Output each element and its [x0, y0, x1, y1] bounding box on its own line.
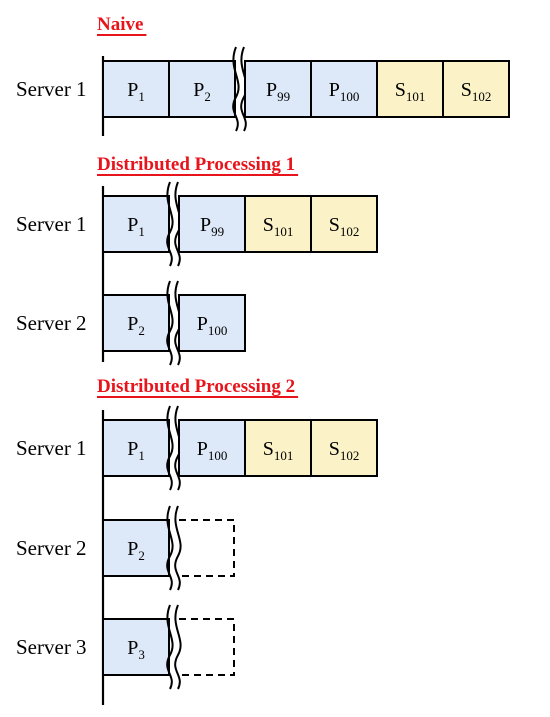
- task-letter: P: [127, 79, 138, 101]
- parallel-task-cell: [102, 519, 170, 577]
- task-letter: S: [461, 79, 472, 101]
- task-index: 102: [472, 89, 492, 104]
- server-row: Server 3 P3: [16, 604, 235, 690]
- task-label: S101: [395, 79, 426, 104]
- server-label: Server 1: [16, 212, 87, 236]
- parallel-task-cell: [168, 60, 236, 118]
- task-letter: P: [127, 538, 138, 560]
- server-row: Server 2 P2: [16, 505, 235, 591]
- parallel-task-cell: [178, 195, 246, 253]
- task-letter: S: [395, 79, 406, 101]
- task-index: 101: [274, 448, 294, 463]
- task-label: P100: [197, 313, 228, 338]
- task-letter: S: [329, 438, 340, 460]
- parallel-task-cell: [102, 195, 170, 253]
- serial-task-cell: [310, 195, 378, 253]
- parallel-task-cell: [310, 60, 378, 118]
- break-mark: [174, 604, 182, 690]
- task-index: 1: [138, 224, 145, 239]
- break-mark: [174, 505, 182, 591]
- break-mark: [166, 604, 174, 690]
- task-letter: P: [266, 79, 277, 101]
- task-letter: P: [127, 313, 138, 335]
- server-label: Server 2: [16, 536, 87, 560]
- task-label: S102: [329, 438, 360, 463]
- task-index: 100: [208, 323, 228, 338]
- task-index: 100: [208, 448, 228, 463]
- break-mark: [166, 405, 174, 491]
- task-label: S101: [263, 214, 294, 239]
- parallel-task-cell: [102, 618, 170, 676]
- serial-task-cell: [442, 60, 510, 118]
- task-label: P2: [127, 313, 145, 338]
- task-label: P1: [127, 79, 145, 104]
- task-index: 100: [340, 89, 360, 104]
- server-label: Server 1: [16, 77, 87, 101]
- task-letter: P: [329, 79, 340, 101]
- server-label: Server 2: [16, 311, 87, 335]
- task-label: P3: [127, 637, 145, 662]
- task-letter: P: [193, 79, 204, 101]
- break-mark: [166, 505, 174, 591]
- task-index: 3: [138, 647, 145, 662]
- parallel-task-cell: [102, 294, 170, 352]
- task-label: P99: [266, 79, 290, 104]
- task-label: P99: [200, 214, 224, 239]
- task-index: 102: [340, 448, 360, 463]
- task-index: 101: [274, 224, 294, 239]
- parallel-task-cell: [178, 419, 246, 477]
- task-letter: S: [263, 214, 274, 236]
- task-label: S102: [461, 79, 492, 104]
- task-letter: P: [197, 438, 208, 460]
- task-label: P2: [127, 538, 145, 563]
- task-index: 2: [138, 548, 145, 563]
- empty-slot: [179, 618, 235, 676]
- parallel-task-cell: [102, 419, 170, 477]
- serial-task-cell: [244, 419, 312, 477]
- task-letter: S: [263, 438, 274, 460]
- break-mark: [166, 280, 174, 366]
- task-index: 99: [277, 89, 290, 104]
- task-index: 1: [138, 89, 145, 104]
- break-mark: [232, 46, 240, 132]
- task-label: S101: [263, 438, 294, 463]
- break-mark: [166, 181, 174, 267]
- task-letter: P: [127, 637, 138, 659]
- parallel-task-cell: [178, 294, 246, 352]
- server-label: Server 1: [16, 436, 87, 460]
- empty-slot: [179, 519, 235, 577]
- task-index: 102: [340, 224, 360, 239]
- task-label: P2: [193, 79, 211, 104]
- task-letter: P: [200, 214, 211, 236]
- task-index: 2: [138, 323, 145, 338]
- serial-task-cell: [310, 419, 378, 477]
- task-index: 101: [406, 89, 426, 104]
- task-letter: S: [329, 214, 340, 236]
- task-index: 2: [204, 89, 211, 104]
- section-title: Naive: [97, 14, 143, 35]
- section-title: Distributed Processing 1: [97, 154, 295, 175]
- task-index: 99: [211, 224, 224, 239]
- task-label: P100: [197, 438, 228, 463]
- task-letter: P: [127, 214, 138, 236]
- task-index: 1: [138, 448, 145, 463]
- task-label: P1: [127, 214, 145, 239]
- task-letter: P: [197, 313, 208, 335]
- server-label: Server 3: [16, 635, 87, 659]
- task-letter: P: [127, 438, 138, 460]
- section-title: Distributed Processing 2: [97, 376, 295, 397]
- task-label: P100: [329, 79, 360, 104]
- task-label: S102: [329, 214, 360, 239]
- task-label: P1: [127, 438, 145, 463]
